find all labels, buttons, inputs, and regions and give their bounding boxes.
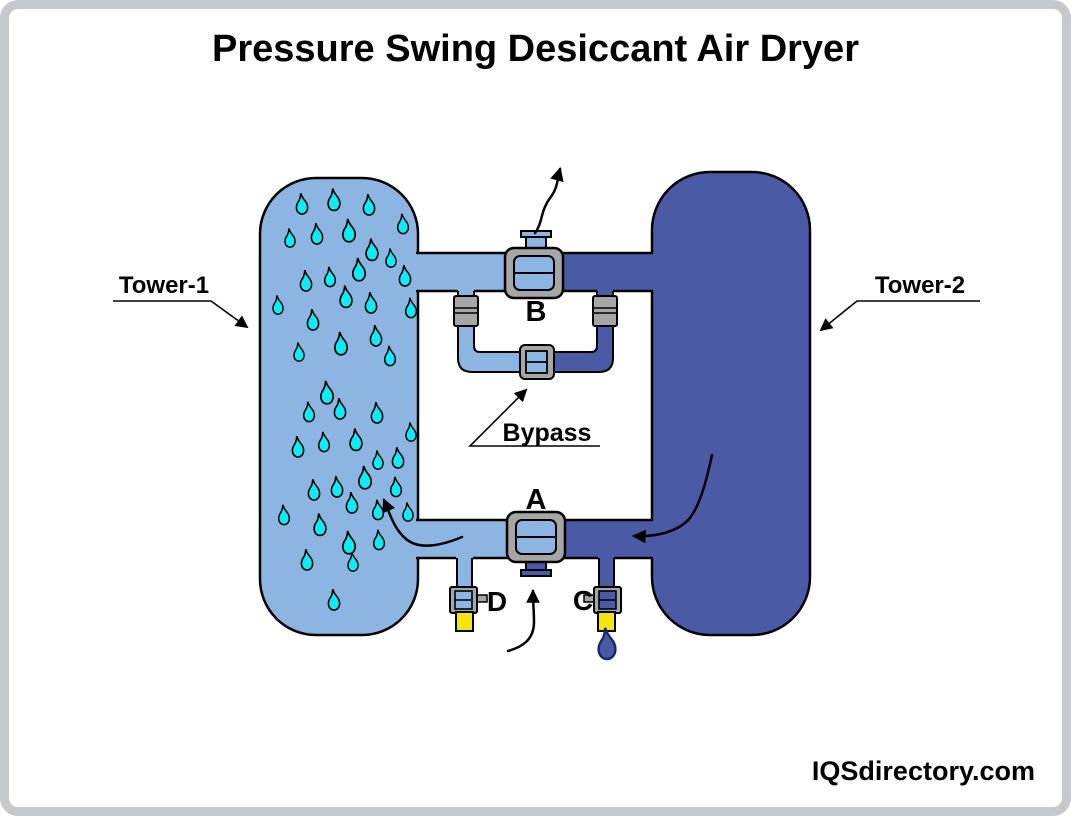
- valve-b-label: B: [526, 296, 547, 328]
- page-title: Pressure Swing Desiccant Air Dryer: [212, 28, 859, 70]
- bypass-leader-line: [468, 388, 600, 447]
- valve-c-label: C: [573, 585, 593, 616]
- valve-d-label: D: [487, 586, 507, 617]
- tower2-flow-arrow: [631, 453, 714, 544]
- pipe-union-right: [592, 295, 618, 327]
- valve-a: [505, 510, 567, 564]
- tower2-leader-line: [819, 300, 980, 332]
- valve-b: [503, 246, 565, 300]
- drain-valve-d: [449, 586, 488, 632]
- outlet-flow-arrow: [533, 167, 564, 235]
- valve-a-label: A: [526, 484, 547, 516]
- tower1-leader-line: [113, 300, 249, 329]
- watermark: IQSdirectory.com: [811, 756, 1035, 786]
- drain-outlet-d: [455, 611, 474, 632]
- tower2-label: Tower-2: [875, 272, 965, 299]
- bypass-valve: [519, 344, 555, 380]
- tower-2-vessel: [650, 170, 812, 637]
- pipe-union-left: [453, 295, 479, 327]
- drain-valve-c: [583, 586, 622, 632]
- tower1-label: Tower-1: [119, 272, 209, 299]
- condensate-droplet-icon: [597, 626, 617, 661]
- inlet-flow-arrow: [506, 588, 540, 653]
- bypass-label: Bypass: [503, 419, 592, 447]
- tower1-flow-arrow: [382, 498, 464, 547]
